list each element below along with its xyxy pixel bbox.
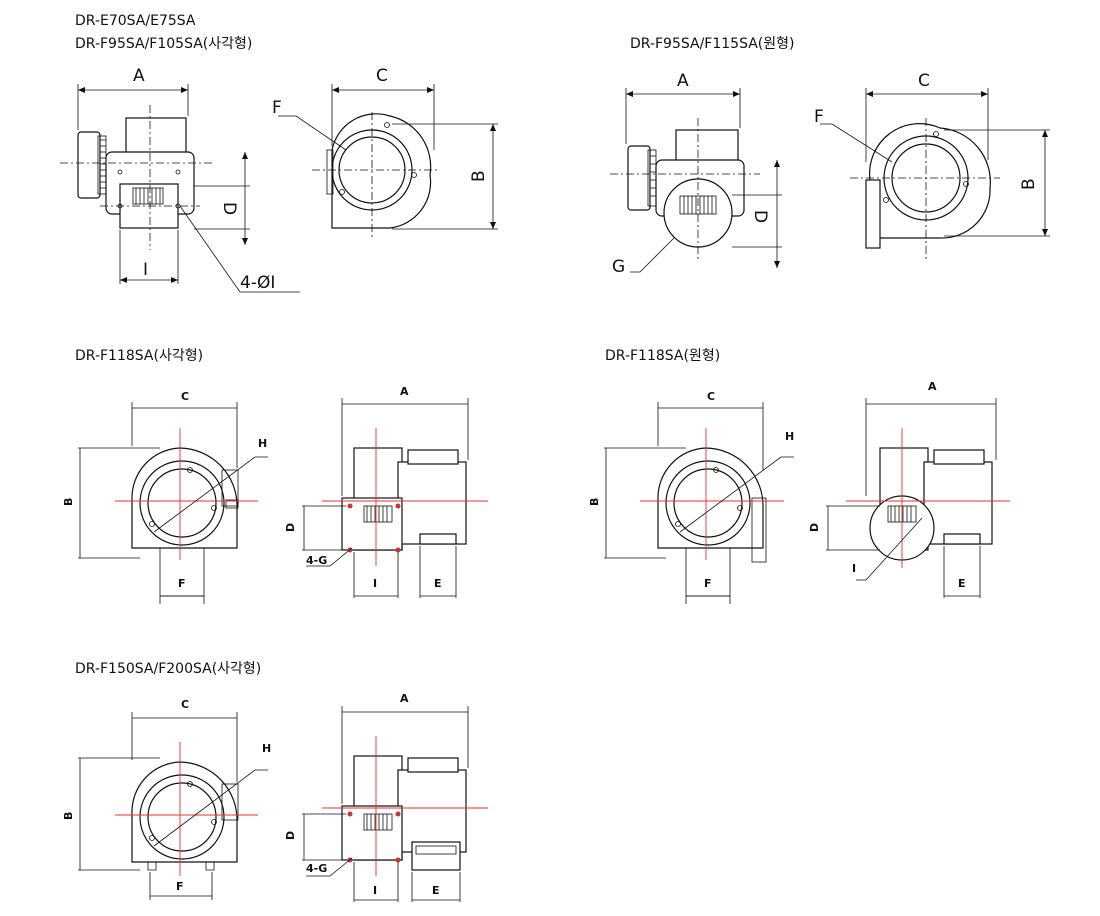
s4-label-e: E [958, 577, 966, 590]
s5-label-c: C [181, 698, 189, 711]
s3-label-h: H [258, 437, 267, 450]
s1-label-d: D [219, 202, 239, 215]
s3-label-e: E [434, 577, 442, 590]
s5-label-d: D [284, 831, 297, 840]
s5-label-f: F [176, 880, 184, 893]
s2-label-g: G [612, 257, 625, 277]
s5-label-i: I [373, 884, 377, 897]
s5-label-b: B [62, 812, 75, 820]
s2-front-view [820, 88, 1050, 260]
title-f95-f115-round: DR-F95SA/F115SA(원형) [630, 36, 795, 52]
s3-label-b: B [62, 498, 75, 506]
s4-side-view [826, 398, 1010, 598]
s2-label-d: D [750, 210, 770, 223]
s4-label-f: F [704, 577, 712, 590]
s1-side-view [60, 84, 300, 293]
s4-label-c: C [707, 390, 715, 403]
s5-front-view [78, 712, 268, 900]
s3-side-view [302, 398, 488, 598]
s4-label-h: H [785, 430, 794, 443]
s5-side-view [302, 706, 488, 902]
s1-label-b: B [469, 170, 489, 182]
s4-label-b: B [588, 498, 601, 506]
s3-label-4g: 4-G [306, 554, 327, 567]
s4-label-d: D [808, 523, 821, 532]
s5-label-h: H [262, 742, 271, 755]
title-f118-square: DR-F118SA(사각형) [75, 348, 204, 364]
title-f150-f200-square: DR-F150SA/F200SA(사각형) [75, 661, 262, 677]
s3-front-view [78, 402, 268, 604]
title-f95-f105-square: DR-F95SA/F105SA(사각형) [75, 36, 253, 52]
s3-label-a: A [400, 385, 409, 398]
title-f118-round: DR-F118SA(원형) [605, 348, 721, 364]
s2-label-c: C [918, 71, 930, 91]
s1-label-a: A [133, 66, 145, 86]
s4-label-a: A [928, 380, 937, 393]
s1-label-i: I [143, 260, 148, 280]
s1-label-f: F [272, 98, 282, 118]
s5-label-e: E [432, 884, 440, 897]
s1-front-view [278, 84, 498, 238]
title-e70-e75: DR-E70SA/E75SA [75, 13, 196, 29]
s1-label-bolt: 4-ØI [240, 273, 275, 293]
s2-label-b: B [1019, 178, 1039, 190]
s3-label-f: F [178, 577, 186, 590]
s3-label-c: C [181, 390, 189, 403]
s3-label-d: D [284, 523, 297, 532]
s3-label-i: I [373, 577, 377, 590]
s2-label-f: F [814, 107, 824, 127]
s5-label-a: A [400, 692, 409, 705]
s1-label-c: C [376, 66, 388, 86]
s2-label-a: A [677, 71, 689, 91]
s5-label-4g: 4-G [306, 862, 327, 875]
s4-label-i: I [852, 562, 856, 575]
s2-side-view [610, 88, 782, 273]
s4-front-view [604, 402, 794, 604]
